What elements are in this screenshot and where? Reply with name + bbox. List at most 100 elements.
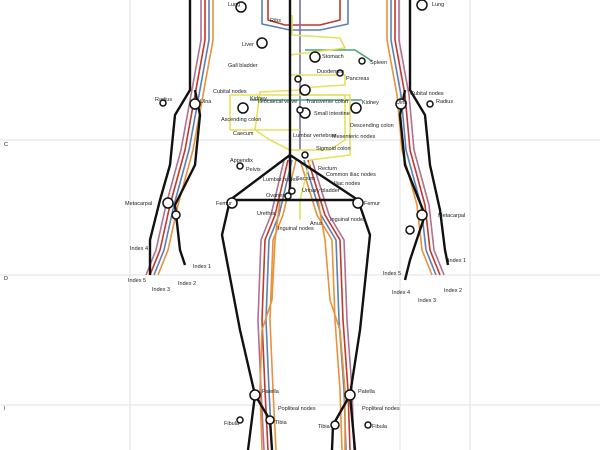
station[interactable] [235,1,247,13]
station[interactable] [330,420,340,430]
station-label: Stomach [322,54,344,60]
station-label: Index 5 [128,278,146,284]
station-label: Patella [358,389,376,395]
station-label: Tibia [318,424,331,430]
station-label: Pelvis [246,167,261,173]
station-label: Femur [216,201,232,207]
station[interactable] [288,187,296,195]
skeleton-left-ulna [173,89,202,266]
station-label: Iliac nodes [334,181,361,187]
station[interactable] [256,37,268,49]
station-label: Fibula [224,421,240,427]
station-label: Lung [228,2,240,8]
station-label: Popliteal nodes [362,406,400,412]
station[interactable] [249,389,261,401]
station[interactable] [162,197,174,209]
station-label: Duodenum [317,69,344,75]
station-label: Sacrum [296,176,315,182]
station[interactable] [309,51,321,63]
station-label: Ulna [396,100,408,106]
skeleton-left-leg [220,199,257,450]
station-label: Kidney [362,100,379,106]
station-label: Ulna [200,99,212,105]
station[interactable] [236,416,244,424]
grid-letter: I [4,406,6,412]
station[interactable] [358,57,366,65]
station-label: Fibula [372,424,388,430]
station-label: Pancreas [346,76,369,82]
station-label: Lumbar nodes [263,177,298,183]
artery-line-left-leg [261,159,289,450]
station-label: Tibia [275,420,288,426]
station[interactable] [416,209,428,221]
nerve-line-right-arm [386,0,433,276]
station[interactable] [352,197,364,209]
station-label: Femur [364,201,380,207]
artery-line-left-arm [149,0,206,276]
station[interactable] [237,102,249,114]
station[interactable] [416,0,428,11]
station[interactable] [395,98,407,110]
station-label: Metacarpal [125,201,152,207]
station-label: Small intestine [314,111,350,117]
station-label: Transverse colon [306,99,348,105]
station[interactable] [364,421,372,429]
route-lines [145,0,450,450]
station-label: Appendix [230,158,253,164]
station[interactable] [171,210,181,220]
station-label: Gall bladder [228,63,258,69]
vein-line-left-arm [153,0,210,276]
station-label: Lung [432,2,444,8]
station-label: Ovaries [266,193,285,199]
lymph-line-left-leg [257,159,285,450]
station[interactable] [189,98,201,110]
skeleton-right-ulna [398,89,427,281]
stations [159,0,434,430]
station[interactable] [336,69,344,77]
nerve-line-left-arm [157,0,214,276]
skeleton-left-arm [148,0,192,275]
station-label: Patella [262,389,280,395]
station[interactable] [265,415,275,425]
station[interactable] [226,197,238,209]
station-label: Urethra [257,211,276,217]
station-label: Index 4 [392,290,410,296]
station-label: Liver [242,42,254,48]
station-label: Common iliac nodes [326,172,376,178]
station[interactable] [294,75,302,83]
stomach-line [305,49,373,62]
station[interactable] [284,192,292,200]
station-label: Descending colon [350,123,394,129]
station-label: Mesenteric nodes [332,134,376,140]
lymph-line-right-arm [398,0,445,276]
station[interactable] [344,389,356,401]
station[interactable] [405,225,415,235]
station[interactable] [350,102,362,114]
station-label: Cubital nodes [213,89,247,95]
station[interactable] [296,106,304,114]
digestive-colon [229,94,351,220]
station-label: Ribs [270,18,281,24]
artery-line-right-arm [394,0,441,276]
station[interactable] [426,100,434,108]
station-label: Popliteal nodes [278,406,316,412]
station[interactable] [236,162,244,170]
nerve-right-leg-outer [317,199,346,450]
station[interactable] [301,151,309,159]
station-label: Rectum [318,166,337,172]
station-label: Inguinal nodes [330,217,366,223]
station-label: Index 1 [193,264,211,270]
station-label: Radius [436,99,453,105]
station-label: Index 1 [448,258,466,264]
station[interactable] [299,84,311,96]
station[interactable] [159,99,167,107]
nerve-line-right-leg [299,159,343,450]
station-label: Lumbar vertebrae [293,133,336,139]
station-label: Index 5 [383,271,401,277]
skeleton-right-arm [408,0,450,266]
station-label: Index 2 [444,288,462,294]
station-label: Metacarpal [438,213,465,219]
vein-line-right-arm [390,0,437,276]
station-label: Sigmoid colon [316,146,351,152]
